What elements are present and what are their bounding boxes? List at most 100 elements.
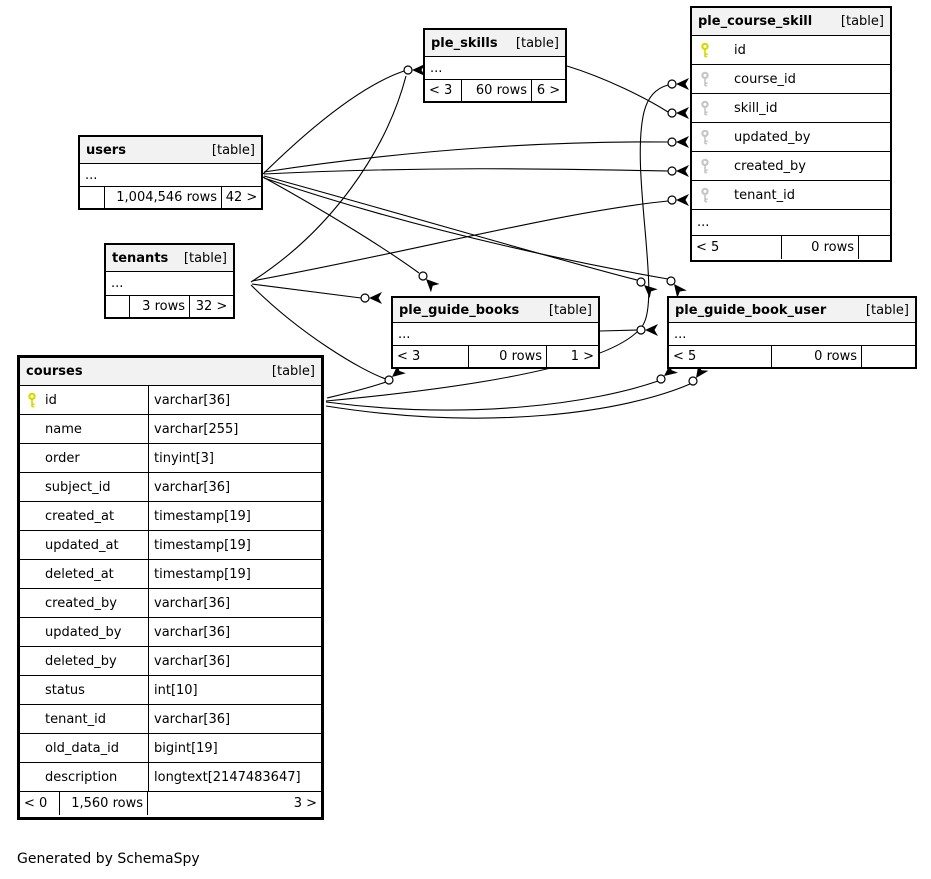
endpoint-pcs-updated-by <box>667 136 689 148</box>
footer-in-count[interactable]: < 3 <box>425 80 462 101</box>
table-row[interactable]: skill_id <box>692 94 890 123</box>
table-header[interactable]: ple_course_skill [table] <box>692 8 890 36</box>
column-type: varchar[36] <box>148 647 321 675</box>
column-name: updated_at <box>45 537 119 553</box>
table-title: courses <box>26 364 83 379</box>
column-name: id <box>45 392 57 408</box>
table-footer: < 5 0 rows <box>692 236 890 259</box>
table-tenants[interactable]: tenants [table] ... 3 rows 32 > <box>104 243 235 319</box>
foreign-key-icon <box>700 158 710 174</box>
table-header[interactable]: users [table] <box>80 137 261 164</box>
key-icon-spacer <box>27 421 37 437</box>
table-users[interactable]: users [table] ... 1,004,546 rows 42 > <box>78 135 263 210</box>
footer-out-count[interactable]: 6 > <box>536 83 561 98</box>
footer-out-count[interactable]: 32 > <box>195 299 228 314</box>
table-row[interactable]: order tinyint[3] <box>20 444 321 473</box>
footer-out-count[interactable]: 1 > <box>570 349 594 364</box>
column-type: int[10] <box>148 676 321 704</box>
endpoint-ple-skills <box>403 64 425 76</box>
table-row[interactable]: id varchar[36] <box>20 386 321 415</box>
table-row[interactable]: status int[10] <box>20 676 321 705</box>
table-row[interactable]: created_by varchar[36] <box>20 589 321 618</box>
column-type: timestamp[19] <box>148 502 321 530</box>
column-type: varchar[36] <box>148 386 321 414</box>
table-row[interactable]: deleted_at timestamp[19] <box>20 560 321 589</box>
table-title: ple_skills <box>431 35 498 51</box>
table-row[interactable]: subject_id varchar[36] <box>20 473 321 502</box>
column-type: varchar[36] <box>148 473 321 501</box>
table-ple-guide-books[interactable]: ple_guide_books [table] ... < 3 0 rows 1… <box>391 296 600 369</box>
column-name: old_data_id <box>45 740 119 756</box>
endpoint-pgbu-top-1 <box>636 277 658 299</box>
footer-out-count[interactable]: 3 > <box>293 796 317 811</box>
table-row[interactable]: created_by <box>692 152 890 181</box>
table-type-label: [table] <box>211 142 255 158</box>
key-icon-spacer <box>27 508 37 524</box>
table-header[interactable]: ple_guide_books [table] <box>393 298 598 323</box>
collapsed-columns-row[interactable]: ... <box>692 210 890 236</box>
footer-in-count[interactable]: < 5 <box>692 236 782 259</box>
collapsed-columns-row[interactable]: ... <box>669 323 915 346</box>
column-name: created_at <box>45 508 115 524</box>
fk-endpoint-glyphs <box>360 64 709 386</box>
table-row[interactable]: updated_at timestamp[19] <box>20 531 321 560</box>
key-icon-spacer <box>27 682 37 698</box>
table-row[interactable]: deleted_by varchar[36] <box>20 647 321 676</box>
column-name: deleted_by <box>45 653 117 669</box>
primary-key-icon <box>27 392 37 408</box>
endpoint-pgb-left <box>360 292 382 304</box>
column-name: status <box>45 682 85 698</box>
column-name: updated_by <box>45 624 122 640</box>
endpoint-pcs-created-by <box>667 165 689 177</box>
table-header[interactable]: ple_skills [table] <box>425 30 565 57</box>
table-row[interactable]: name varchar[255] <box>20 415 321 444</box>
table-row[interactable]: course_id <box>692 65 890 94</box>
column-type: timestamp[19] <box>148 531 321 559</box>
footer-row-count: 0 rows <box>469 346 547 367</box>
column-name: created_by <box>734 158 806 174</box>
collapsed-columns-row[interactable]: ... <box>425 57 565 80</box>
endpoint-pcs-skill-id <box>667 107 689 119</box>
endpoint-pgbu-left <box>636 324 658 336</box>
table-ple-guide-book-user[interactable]: ple_guide_book_user [table] ... < 5 0 ro… <box>667 296 917 369</box>
table-row[interactable]: updated_by varchar[36] <box>20 618 321 647</box>
collapsed-columns-row[interactable]: ... <box>393 323 598 346</box>
foreign-key-icon <box>700 71 710 87</box>
footer-row-count: 0 rows <box>782 236 859 259</box>
table-row[interactable]: updated_by <box>692 123 890 152</box>
column-name: tenant_id <box>734 187 796 203</box>
collapsed-columns-row[interactable]: ... <box>106 272 233 296</box>
footer-in-count[interactable]: < 0 <box>20 792 60 815</box>
footer-out-count[interactable]: 42 > <box>225 190 258 205</box>
table-row[interactable]: created_at timestamp[19] <box>20 502 321 531</box>
column-type: varchar[36] <box>148 589 321 617</box>
key-icon-spacer <box>27 566 37 582</box>
footer-out-count[interactable] <box>862 346 915 367</box>
table-courses[interactable]: courses [table] id varchar[36] name varc… <box>17 355 324 820</box>
column-name: id <box>734 42 746 58</box>
primary-key-icon <box>700 42 710 58</box>
column-name: subject_id <box>45 479 111 495</box>
table-ple-skills[interactable]: ple_skills [table] ... < 3 60 rows 6 > <box>423 28 567 103</box>
table-title: ple_guide_book_user <box>675 302 827 318</box>
footer-in-count[interactable]: < 5 <box>669 346 772 367</box>
table-row[interactable]: old_data_id bigint[19] <box>20 734 321 763</box>
collapsed-columns-row[interactable]: ... <box>80 164 261 187</box>
endpoint-pcs-course-id <box>667 78 689 90</box>
table-header[interactable]: courses [table] <box>20 358 321 386</box>
table-title: ple_course_skill <box>698 14 813 29</box>
table-row[interactable]: tenant_id varchar[36] <box>20 705 321 734</box>
table-row[interactable]: id <box>692 36 890 65</box>
table-ple-course-skill[interactable]: ple_course_skill [table] id course_id sk… <box>690 6 892 262</box>
table-row[interactable]: tenant_id <box>692 181 890 210</box>
table-header[interactable]: tenants [table] <box>106 245 233 272</box>
table-header[interactable]: ple_guide_book_user [table] <box>669 298 915 323</box>
key-icon-spacer <box>27 450 37 466</box>
column-type: tinyint[3] <box>148 444 321 472</box>
column-name: course_id <box>734 71 796 87</box>
footer-in-count[interactable]: < 3 <box>393 346 469 367</box>
table-row[interactable]: description longtext[2147483647] <box>20 763 321 792</box>
column-name: created_by <box>45 595 117 611</box>
footer-out-count[interactable] <box>859 236 890 259</box>
